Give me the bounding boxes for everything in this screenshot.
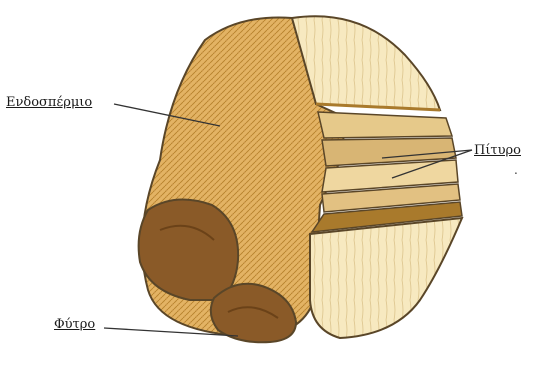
stray-dot: . (514, 163, 518, 177)
lower-husk (310, 218, 462, 338)
bran-label: Πίτυρο (474, 144, 521, 157)
endosperm-label: Ενδοσπέρμιο (6, 96, 92, 109)
bran-layers (312, 112, 462, 232)
germ-label: Φύτρο (54, 318, 95, 331)
top-husk (292, 16, 440, 110)
